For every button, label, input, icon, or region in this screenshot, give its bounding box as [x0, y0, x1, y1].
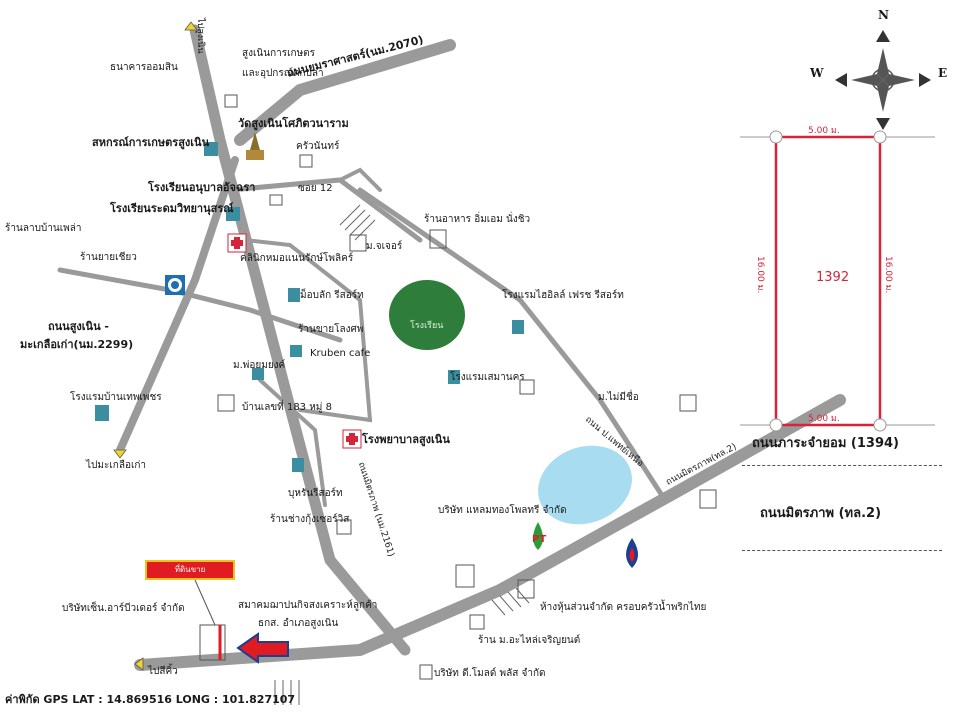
compass-east: E: [938, 66, 948, 80]
hospital-icons: [227, 233, 362, 449]
road-branch-1: [57, 267, 343, 343]
label-restaurant-imem: ร้านอาหาร อิ่มเอม นั่งชิว: [424, 214, 531, 225]
pt-logo-icon: PT: [532, 522, 546, 550]
divider: [742, 465, 942, 466]
main-road-label: ถนนมิตรภาพ (ทล.2): [760, 506, 882, 521]
crossing-ticks: [274, 204, 530, 705]
label-baac: ธกส. อำเภอสูงเนิน: [258, 618, 339, 629]
access-road-label: ถนนภาระจำยอม (1394): [752, 436, 899, 451]
plot-bottom-width: 5.00 ม.: [808, 414, 840, 424]
label-wat: วัดสูงเนินโศภิตวนาราม: [238, 117, 349, 130]
plot-right-length: 16.00 ม.: [883, 256, 893, 294]
ptt-logo-icon: [626, 538, 638, 568]
label-agri-shop: สูงเนินการเกษตร: [242, 48, 316, 59]
arrow-to-sungnoen: [184, 21, 198, 31]
label-store-krua: ห้างหุ้นส่วนจำกัด ครอบครัวน้ำพริกไทย: [540, 602, 707, 613]
plot-diagram: [740, 130, 935, 432]
label-mphon: ม.พ่อยมยงค์: [233, 360, 286, 371]
label-house-no: บ้านเลขที่ 183 หมู่ 8: [242, 402, 332, 413]
label-to-sikhio: ไปสีคิ้ว: [148, 666, 178, 677]
label-hospital: โรงพยาบาลสูงเนิน: [362, 433, 450, 446]
road-branch-3: [243, 238, 373, 423]
label-company-ten: บริษัทเซ็น.อาร์บีวเดอร์ จำกัด: [62, 603, 185, 614]
bank-icon: [165, 275, 185, 295]
label-agri-shop-2: และอุปกรณ์ตกปลา: [242, 68, 324, 79]
temple-icon: [246, 132, 264, 160]
location-arrow-icon: [236, 632, 289, 664]
label-larb-shop: ร้านลาบบ้านเพล่า: [5, 223, 82, 234]
label-kruben-cafe: Kruben cafe: [310, 348, 371, 359]
building-icons: [95, 142, 524, 472]
label-m-maimee: ม.ไม่มีชื่อ: [598, 392, 639, 403]
plot-top-width: 5.00 ม.: [808, 126, 840, 136]
label-store-auto: ร้าน ม.อะไหล่เจริญยนต์: [478, 635, 581, 646]
label-sungnoen-road-2: มะเกลือเก่า(นม.2299): [20, 338, 134, 351]
road-yommasat: [234, 39, 456, 146]
for-sale-sign: ที่ดินขาย: [145, 560, 235, 580]
building-markers: [199, 94, 717, 680]
compass-rose-icon: [835, 30, 931, 130]
label-clinic: คลินิกหมอแนนรักษ์โพลิคร์: [240, 253, 354, 264]
compass-north: N: [878, 8, 889, 22]
label-company-laem: บริษัท แหลมทองโพลทรี จำกัด: [438, 505, 567, 516]
label-shop-local: ร้านขายโลงศพ: [298, 324, 364, 335]
label-mobaklak: ม็อบลัก รีสอร์ท: [300, 290, 364, 301]
plot-id: 1392: [816, 270, 850, 285]
road-branch-5: [338, 167, 382, 192]
arrow-to-makluea: [113, 449, 127, 459]
label-bai-kung: ร้านช่างกุ้งเซอร์วิส: [270, 514, 350, 525]
road-sungnoen-main: [189, 24, 411, 656]
compass-west: W: [810, 66, 824, 80]
divider: [742, 550, 942, 551]
plot-corner: [873, 418, 887, 432]
label-school-2: โรงเรียนระดมวิทยานุสรณ์: [110, 202, 234, 215]
svg-text:PT: PT: [532, 534, 546, 545]
label-soi12: ซอย 12: [298, 183, 333, 194]
label-school-1: โรงเรียนอนุบาลอัจฉรา: [148, 181, 256, 194]
label-sungnoen-road: ถนนสูงเนิน -: [48, 320, 109, 333]
green-pond: [389, 280, 465, 350]
gps-coordinates: ค่าพิกัด GPS LAT : 14.869516 LONG : 101.…: [5, 693, 296, 706]
label-company-diamond: บริษัท ดี.โมลด์ พลัส จำกัด: [434, 668, 546, 679]
plot-corner: [769, 130, 783, 144]
label-to-makluea: ไปมะเกลือเก่า: [86, 460, 147, 471]
label-to-sungnoen: ไปสูงเนิน: [195, 18, 205, 54]
sign-pole: [194, 579, 216, 626]
plot-corner: [873, 130, 887, 144]
road-branch-4: [258, 378, 327, 507]
label-hotel-samankhan: โรงแรมเสมานคร: [450, 372, 525, 383]
label-hotel-fresh: โรงแรมไฮอิลล์ เฟรช รีสอร์ท: [502, 290, 624, 301]
road-p-patt: [357, 187, 668, 503]
label-green-pond: โรงเรียน: [410, 321, 444, 331]
direction-arrows: [113, 21, 198, 671]
label-association: สมาคมฌาปนกิจสงเคราะห์ลูกค้า: [238, 600, 378, 611]
label-cooperative: สหกรณ์การเกษตรสูงเนิน: [92, 136, 210, 149]
blue-pond: [538, 445, 632, 525]
label-buran-resort: บุหรันรีสอร์ท: [288, 488, 343, 499]
label-yai-shop: ร้านยายเชียว: [80, 252, 137, 263]
road-mittraphap: [134, 394, 846, 671]
label-kruarinthr: ครัวนันทร์: [296, 141, 340, 152]
plot-left-length: 16.00 ม.: [755, 256, 765, 294]
label-m-jajar: ม.จเจอร์: [366, 241, 403, 252]
road-makluea: [116, 156, 239, 454]
plot-corner: [769, 418, 783, 432]
label-hotel-baan: โรงแรมบ้านเทพเพชร: [70, 392, 162, 403]
label-gsb-bank: ธนาคารออมสิน: [110, 62, 178, 73]
arrow-to-sikhio: [134, 657, 144, 671]
